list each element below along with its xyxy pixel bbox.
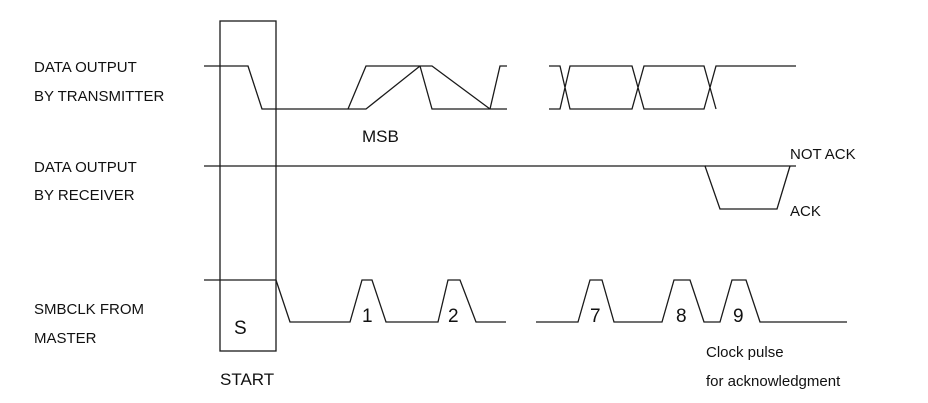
ack-label: ACK xyxy=(790,203,821,220)
receiver-label-line1: DATA OUTPUT xyxy=(34,159,137,176)
start-condition-box xyxy=(219,20,277,352)
clock-pulse-number: 1 xyxy=(362,306,373,327)
receiver-label-line2: BY RECEIVER xyxy=(34,187,135,204)
clock-note-line1: Clock pulse xyxy=(706,344,784,361)
msb-label: MSB xyxy=(362,127,399,146)
start-label: START xyxy=(220,370,274,389)
clock-pulse-number: 9 xyxy=(733,306,744,327)
clock-pulse-number: 8 xyxy=(676,306,687,327)
clock-pulse-number: 2 xyxy=(448,306,459,327)
receiver-waveform xyxy=(204,165,791,210)
clock-label-line1: SMBCLK FROM xyxy=(34,301,144,318)
clock-label-line2: MASTER xyxy=(34,330,97,347)
transmitter-label-line2: BY TRANSMITTER xyxy=(34,88,164,105)
transmitter-label-line1: DATA OUTPUT xyxy=(34,59,137,76)
clock-pulse-number: 7 xyxy=(590,306,601,327)
transmitter-waveform xyxy=(204,65,796,110)
clock-waveform xyxy=(204,279,847,323)
clock-note-line2: for acknowledgment xyxy=(706,373,841,390)
not-ack-label: NOT ACK xyxy=(790,146,856,163)
start-symbol: S xyxy=(234,318,247,339)
